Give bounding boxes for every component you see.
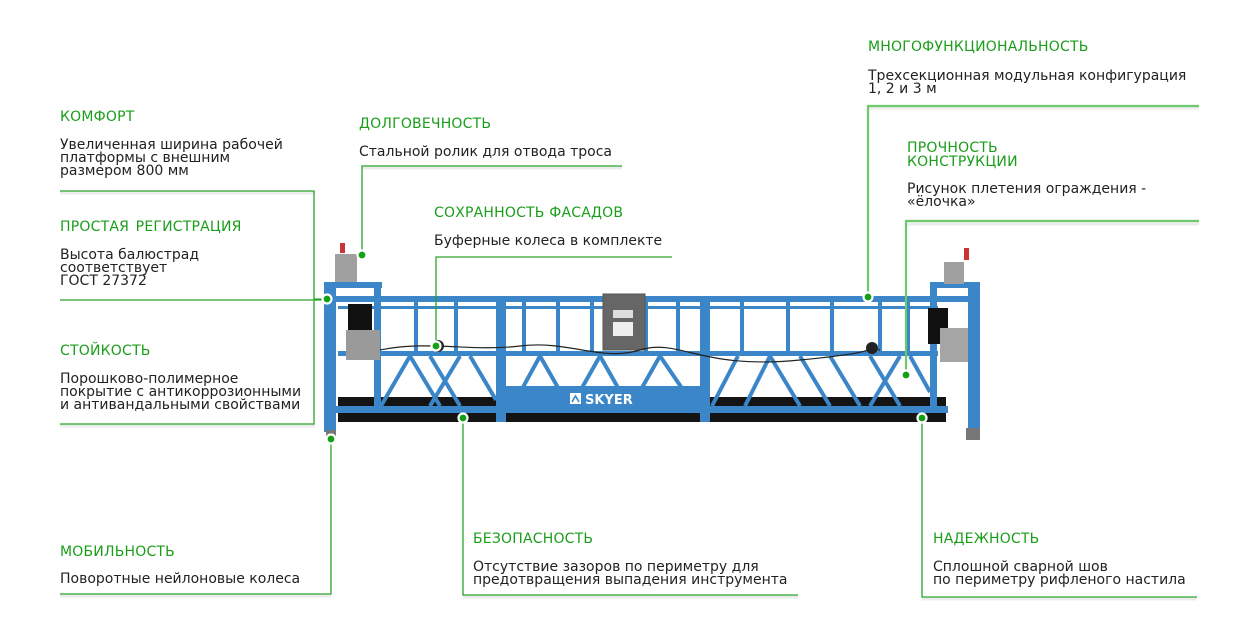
control-box-label: [613, 310, 633, 318]
left-post: [324, 282, 336, 432]
desc-line: Порошково-полимерное: [60, 371, 239, 387]
desc-line: Отсутствие зазоров по периметру для: [473, 559, 759, 575]
feature-title-comfort: КОМФОРТ: [60, 109, 135, 125]
right-caster: [966, 428, 980, 440]
right-frame-top: [930, 282, 980, 288]
herringbone-braces: [379, 354, 932, 408]
desc-line: предотвращения выпадения инструмента: [473, 572, 788, 588]
feature-title-safety: БЕЗОПАСНОСТЬ: [473, 531, 594, 547]
feature-title-registration: ПРОСТАЯ РЕГИСТРАЦИЯ: [60, 219, 242, 235]
desc-line: покрытие с антикоррозионными: [60, 384, 302, 400]
feature-desc-safety: Отсутствие зазоров по периметру для пред…: [473, 559, 788, 588]
dot-safety: [457, 412, 469, 424]
dot-facades: [430, 340, 442, 352]
desc-line: платформы с внешним: [60, 150, 231, 166]
feature-title-durability: ДОЛГОВЕЧНОСТЬ: [359, 116, 492, 132]
connector-strength: [904, 219, 1199, 375]
right-post: [968, 282, 980, 432]
feature-desc-reliability: Сплошной сварной шов по периметру рифлен…: [933, 559, 1186, 588]
connector-facades: [435, 256, 672, 346]
connector-durability: [361, 165, 622, 255]
top-rail: [330, 296, 978, 302]
desc-line: по периметру рифленого настила: [933, 572, 1186, 588]
section-post: [700, 296, 710, 422]
desc-line: Стальной ролик для отвода троса: [359, 144, 613, 160]
connector-multifunction: [866, 104, 1199, 297]
desc-line: соответствует: [60, 260, 168, 276]
desc-line: и антивандальными свойствами: [60, 397, 301, 413]
feature-title-mobility: МОБИЛЬНОСТЬ: [60, 544, 175, 560]
left-wire-roller: [335, 254, 357, 282]
callout-lines: [60, 104, 1199, 601]
left-hoist-box: [346, 330, 380, 360]
mid-rail: [338, 351, 938, 356]
feature-desc-durability: Стальной ролик для отвода троса: [359, 144, 613, 160]
desc-line: Буферные колеса в комплекте: [434, 233, 663, 249]
desc-line: Поворотные нейлоновые колеса: [60, 571, 301, 587]
dot-strength: [900, 369, 912, 381]
dot-registration: [321, 293, 333, 305]
right-roller-cap: [964, 248, 969, 260]
section-post: [496, 296, 506, 422]
connector-resistance: [60, 300, 315, 425]
feature-desc-comfort: Увеличенная ширина рабочей платформы с в…: [60, 137, 283, 179]
feature-title-resistance: СТОЙКОСТЬ: [60, 343, 151, 359]
dot-mobility: [325, 433, 337, 445]
right-buffer-wheel: [866, 342, 878, 354]
dot-durability: [356, 249, 368, 261]
title-line: КОНСТРУКЦИИ: [907, 154, 1018, 170]
desc-line: размером 800 мм: [60, 163, 189, 179]
feature-title-reliability: НАДЕЖНОСТЬ: [933, 531, 1040, 547]
desc-line: Трехсекционная модульная конфигурация: [868, 68, 1187, 84]
desc-line: Высота балюстрад: [60, 247, 200, 263]
deck-lower: [338, 413, 946, 422]
desc-line: 1, 2 и 3 м: [868, 81, 937, 97]
left-roller-cap: [340, 243, 345, 253]
platform: [324, 243, 980, 440]
right-frame-post: [930, 282, 937, 407]
bottom-rail: [336, 406, 948, 413]
feature-desc-multifunction: Трехсекционная модульная конфигурация 1,…: [868, 68, 1187, 97]
connector-reliability: [921, 418, 1197, 598]
desc-line: Увеличенная ширина рабочей: [60, 137, 283, 153]
connector-comfort: [60, 190, 327, 300]
desc-line: «ёлочка»: [907, 194, 976, 210]
callout-dots: [321, 249, 928, 445]
logo-skirt: [506, 386, 700, 406]
control-box-plate: [613, 322, 633, 336]
logo-text: SKYER: [585, 393, 633, 408]
feature-desc-strength: Рисунок плетения ограждения - «ёлочка»: [907, 181, 1147, 210]
feature-title-multifunction: МНОГОФУНКЦИОНАЛЬНОСТЬ: [868, 39, 1089, 55]
skyer-logo: SKYER: [570, 393, 633, 408]
right-wire-roller: [944, 262, 964, 284]
balusters: [414, 296, 910, 354]
feature-desc-resistance: Порошково-полимерное покрытие с антикорр…: [60, 371, 302, 413]
feature-title-strength: ПРОЧНОСТЬ КОНСТРУКЦИИ: [907, 141, 1018, 169]
connector-safety: [462, 418, 798, 596]
feature-desc-registration: Высота балюстрад соответствует ГОСТ 2737…: [60, 247, 200, 289]
dot-reliability: [916, 412, 928, 424]
power-cable: [379, 344, 881, 363]
feature-desc-mobility: Поворотные нейлоновые колеса: [60, 571, 301, 587]
feature-desc-facades: Буферные колеса в комплекте: [434, 233, 663, 249]
connector-mobility: [60, 440, 332, 595]
right-hoist-box: [940, 328, 968, 362]
feature-title-facades: СОХРАННОСТЬ ФАСАДОВ: [434, 205, 624, 221]
dot-multifunction: [862, 291, 874, 303]
desc-line: ГОСТ 27372: [60, 273, 147, 289]
title-line: ПРОЧНОСТЬ: [907, 140, 998, 156]
desc-line: Сплошной сварной шов: [933, 559, 1108, 575]
left-frame-top: [324, 282, 382, 288]
desc-line: Рисунок плетения ограждения -: [907, 181, 1147, 197]
